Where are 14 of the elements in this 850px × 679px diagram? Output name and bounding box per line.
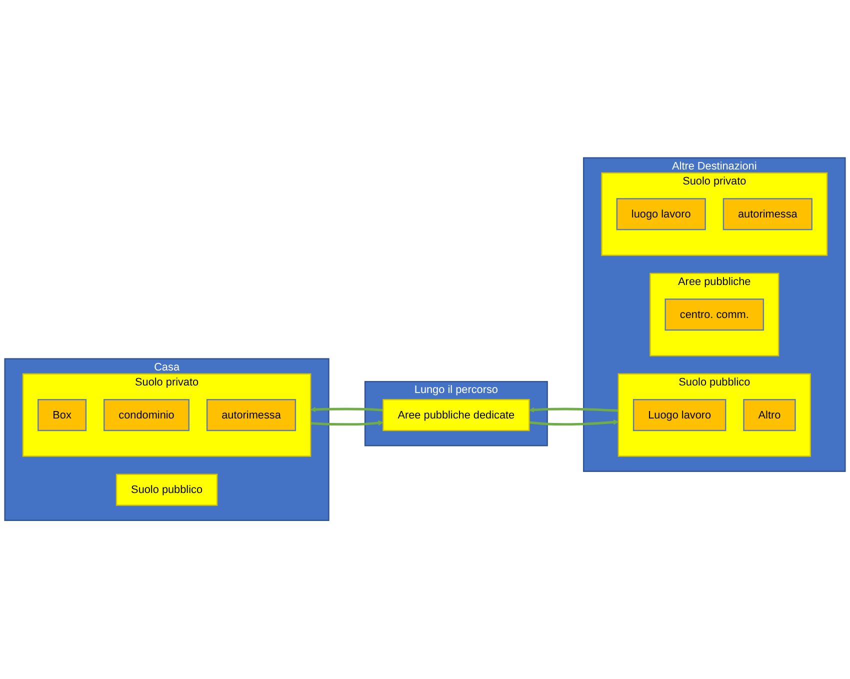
node-box: Suolo pubblico <box>116 474 218 506</box>
node-box: condominio <box>104 399 190 432</box>
node-box: autorimessa <box>206 399 296 432</box>
arrow <box>529 420 619 426</box>
node-box: Luogo lavoro <box>632 399 726 432</box>
node-box: luogo lavoro <box>616 198 706 231</box>
node-box: Box <box>38 399 87 432</box>
arrow <box>310 420 384 426</box>
arrow <box>528 408 618 413</box>
node-box: autorimessa <box>722 198 812 231</box>
node-box: Aree pubbliche dedicate <box>382 399 530 432</box>
arrow <box>310 407 384 413</box>
node-box: Altro <box>743 399 796 432</box>
node-box: centro. comm. <box>664 298 764 332</box>
